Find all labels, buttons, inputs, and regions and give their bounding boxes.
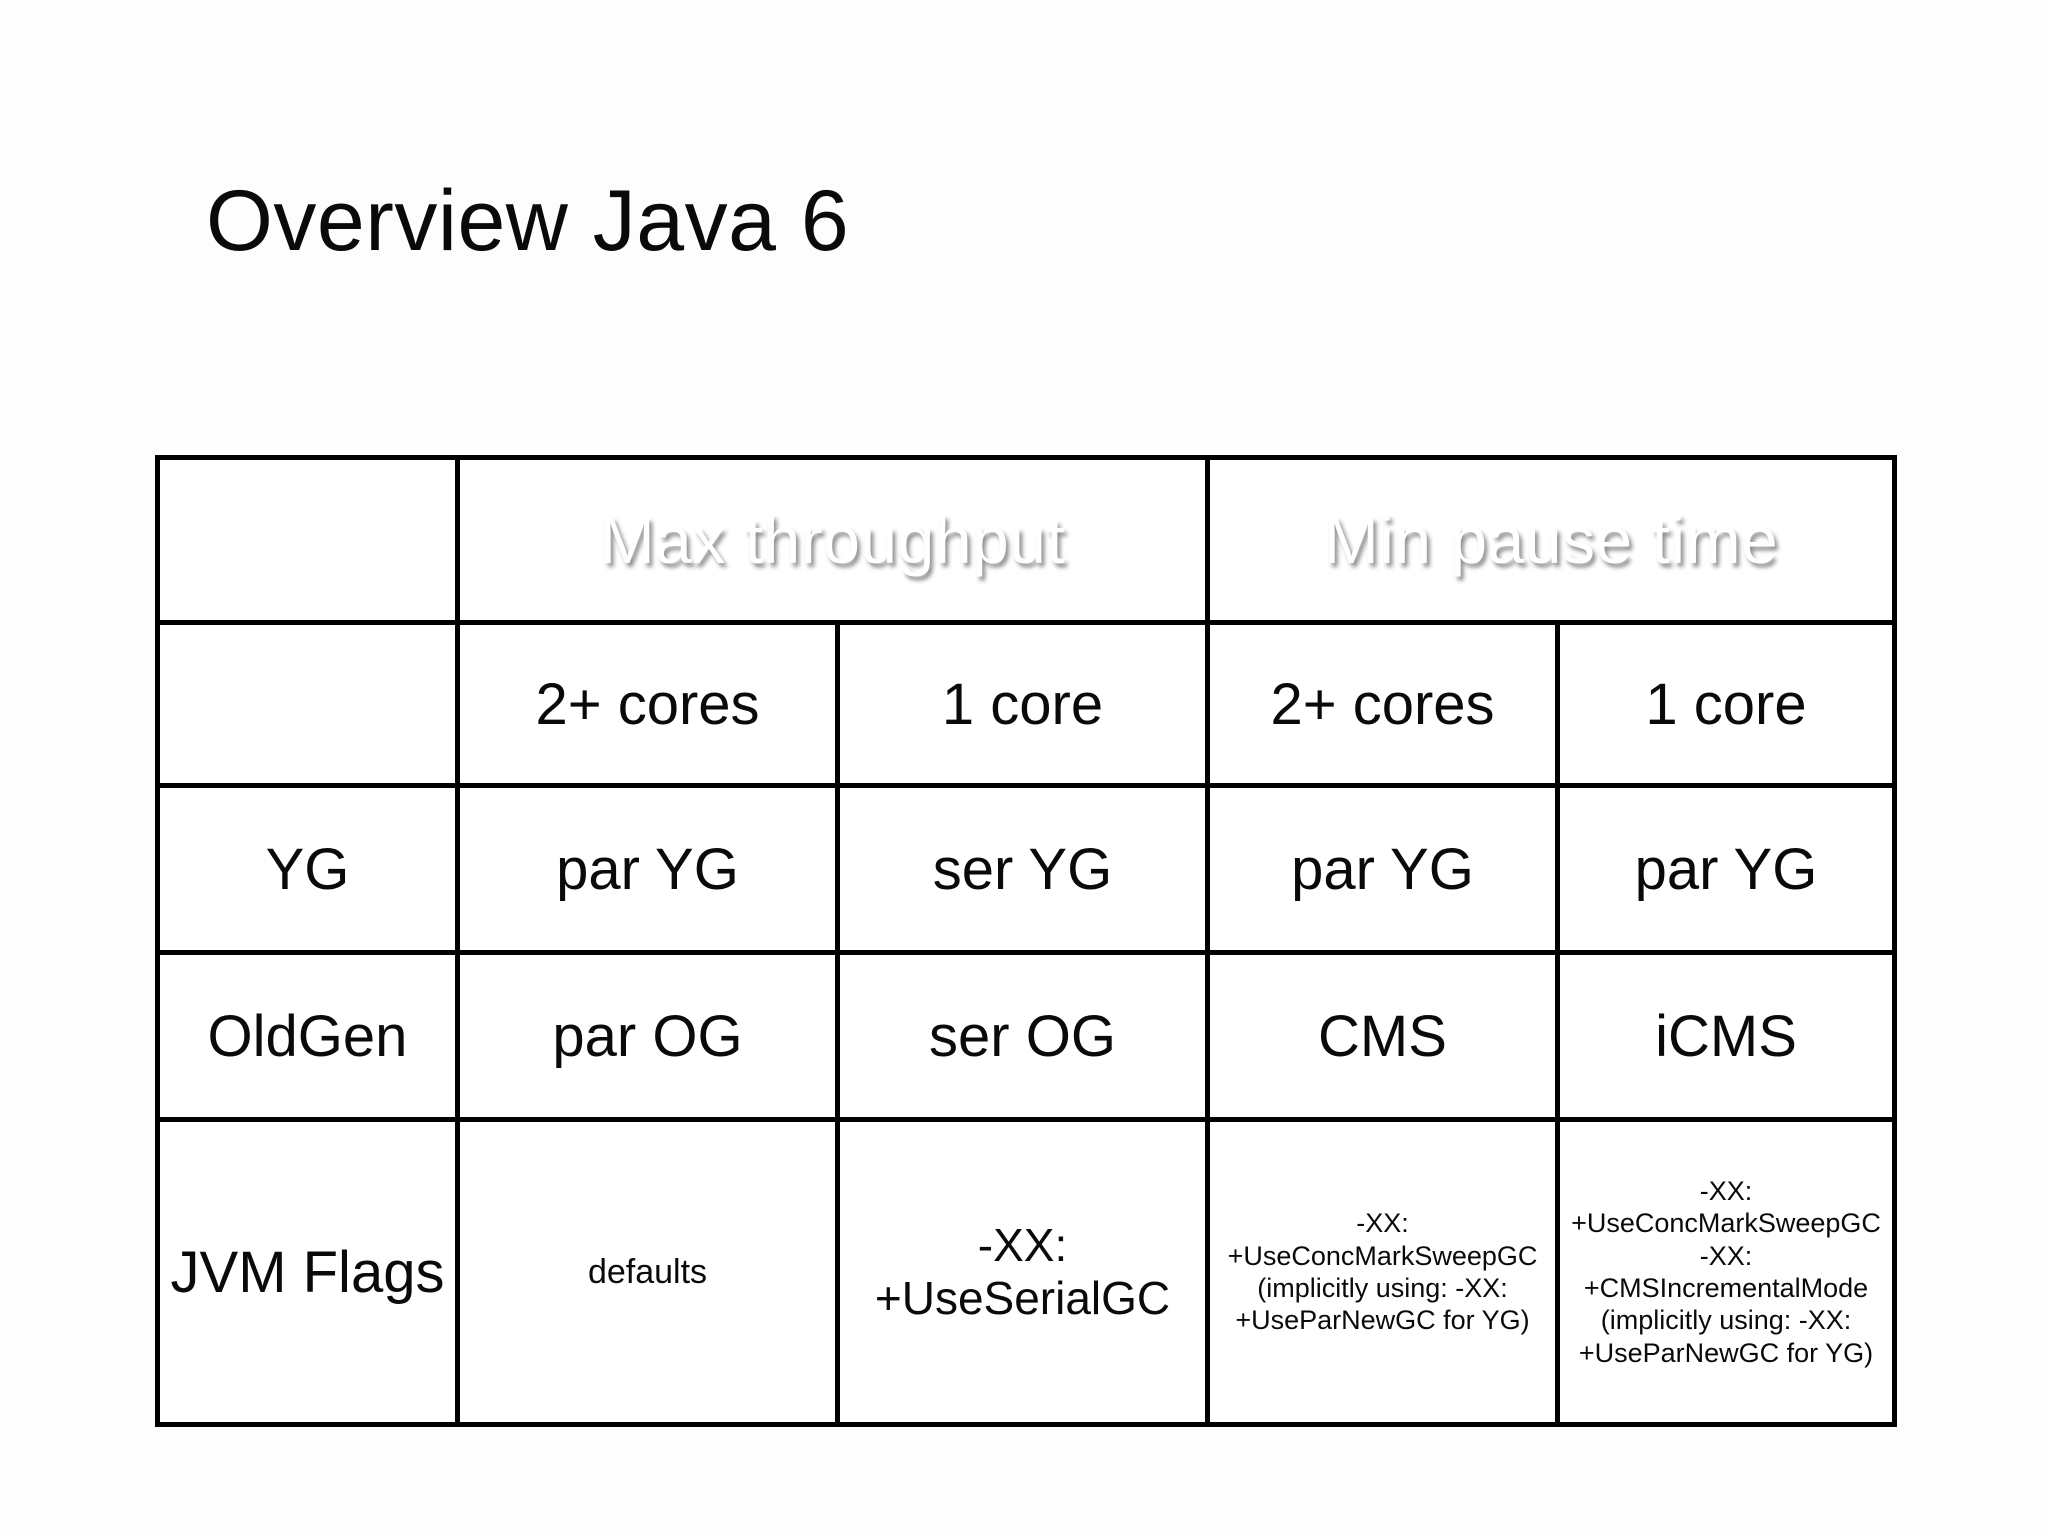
flag-line: +UseConcMarkSweepGC xyxy=(1571,1208,1881,1239)
cell-oldgen-mp-multi: CMS xyxy=(1205,950,1560,1122)
cell-yg-mt-single: ser YG xyxy=(835,783,1210,955)
cores-mt-multi-cell: 2+ cores xyxy=(455,620,840,788)
gc-overview-table: Max throughput Min pause time 2+ cores 1… xyxy=(155,455,1897,1427)
cell-oldgen-mt-single: ser OG xyxy=(835,950,1210,1122)
cell-oldgen-mp-single-text: iCMS xyxy=(1655,1003,1797,1069)
cell-yg-mt-multi-text: par YG xyxy=(556,836,739,902)
row-label-jvm-flags: JVM Flags xyxy=(155,1117,460,1427)
cell-flags-mp-single: -XX: +UseConcMarkSweepGC -XX: +CMSIncrem… xyxy=(1555,1117,1897,1427)
cell-yg-mp-multi-text: par YG xyxy=(1291,836,1474,902)
table-group-header-row: Max throughput Min pause time xyxy=(155,455,1897,625)
cell-flags-mt-multi-text: defaults xyxy=(587,1252,708,1291)
row-label-yg: YG xyxy=(155,783,460,955)
cores-mp-single-cell: 1 core xyxy=(1555,620,1897,788)
cores-mt-single-label: 1 core xyxy=(941,671,1104,737)
cell-flags-mp-single-text: -XX: +UseConcMarkSweepGC -XX: +CMSIncrem… xyxy=(1566,1175,1886,1369)
cell-flags-mt-multi: defaults xyxy=(455,1117,840,1427)
row-label-oldgen-text: OldGen xyxy=(207,1003,408,1069)
flag-line: +UseParNewGC for YG) xyxy=(1235,1305,1530,1336)
cell-oldgen-mt-multi-text: par OG xyxy=(552,1003,743,1069)
cell-oldgen-mp-multi-text: CMS xyxy=(1318,1003,1447,1069)
cores-mt-multi-label: 2+ cores xyxy=(535,671,760,737)
header-corner-cell xyxy=(155,455,460,625)
header-max-throughput-cell: Max throughput xyxy=(455,455,1210,625)
flag-line: -XX: xyxy=(977,1219,1068,1272)
flag-line: +UseConcMarkSweepGC xyxy=(1227,1240,1538,1271)
page-title: Overview Java 6 xyxy=(206,173,850,269)
flag-line: +CMSIncrementalMode xyxy=(1583,1273,1869,1303)
gc-overview-table-wrapper: Max throughput Min pause time 2+ cores 1… xyxy=(155,455,1897,1427)
flag-line: +UseSerialGC xyxy=(874,1272,1171,1324)
cell-flags-mt-single-text: -XX: +UseSerialGC xyxy=(846,1219,1199,1325)
flag-line: -XX: xyxy=(1699,1240,1753,1271)
cores-corner-cell xyxy=(155,620,460,788)
cell-yg-mp-single-text: par YG xyxy=(1634,836,1818,902)
cell-yg-mt-multi: par YG xyxy=(455,783,840,955)
table-column-header-row: 2+ cores 1 core 2+ cores 1 core xyxy=(155,620,1897,788)
header-max-throughput-label: Max throughput xyxy=(599,503,1066,577)
row-label-jvm-flags-text: JVM Flags xyxy=(170,1239,445,1305)
cores-mp-multi-cell: 2+ cores xyxy=(1205,620,1560,788)
row-label-yg-text: YG xyxy=(265,836,350,902)
flag-line: (implicitly using: -XX: xyxy=(1600,1305,1852,1336)
cell-flags-mp-multi: -XX: +UseConcMarkSweepGC (implicitly usi… xyxy=(1205,1117,1560,1427)
cell-oldgen-mt-single-text: ser OG xyxy=(929,1003,1116,1069)
cell-yg-mt-single-text: ser YG xyxy=(932,836,1113,902)
cell-flags-mt-single: -XX: +UseSerialGC xyxy=(835,1117,1210,1427)
flag-line: -XX: xyxy=(1699,1175,1753,1206)
flag-line: (implicitly using: -XX: xyxy=(1257,1273,1508,1303)
table-row: YG par YG ser YG par YG par YG xyxy=(155,783,1897,955)
table-row-jvm-flags: JVM Flags defaults -XX: +UseSerialGC -XX… xyxy=(155,1117,1897,1427)
header-min-pause-time-cell: Min pause time xyxy=(1205,455,1897,625)
table-row: OldGen par OG ser OG CMS iCMS xyxy=(155,950,1897,1122)
flag-line: +UseParNewGC for YG) xyxy=(1578,1337,1874,1368)
cores-mp-single-label: 1 core xyxy=(1645,671,1807,737)
flag-line: -XX: xyxy=(1356,1208,1409,1239)
cell-oldgen-mt-multi: par OG xyxy=(455,950,840,1122)
cell-flags-mp-multi-text: -XX: +UseConcMarkSweepGC (implicitly usi… xyxy=(1216,1207,1549,1337)
cores-mp-multi-label: 2+ cores xyxy=(1270,671,1495,737)
cell-yg-mp-multi: par YG xyxy=(1205,783,1560,955)
cell-oldgen-mp-single: iCMS xyxy=(1555,950,1897,1122)
cell-yg-mp-single: par YG xyxy=(1555,783,1897,955)
cores-mt-single-cell: 1 core xyxy=(835,620,1210,788)
row-label-oldgen: OldGen xyxy=(155,950,460,1122)
header-min-pause-time-label: Min pause time xyxy=(1323,503,1779,577)
